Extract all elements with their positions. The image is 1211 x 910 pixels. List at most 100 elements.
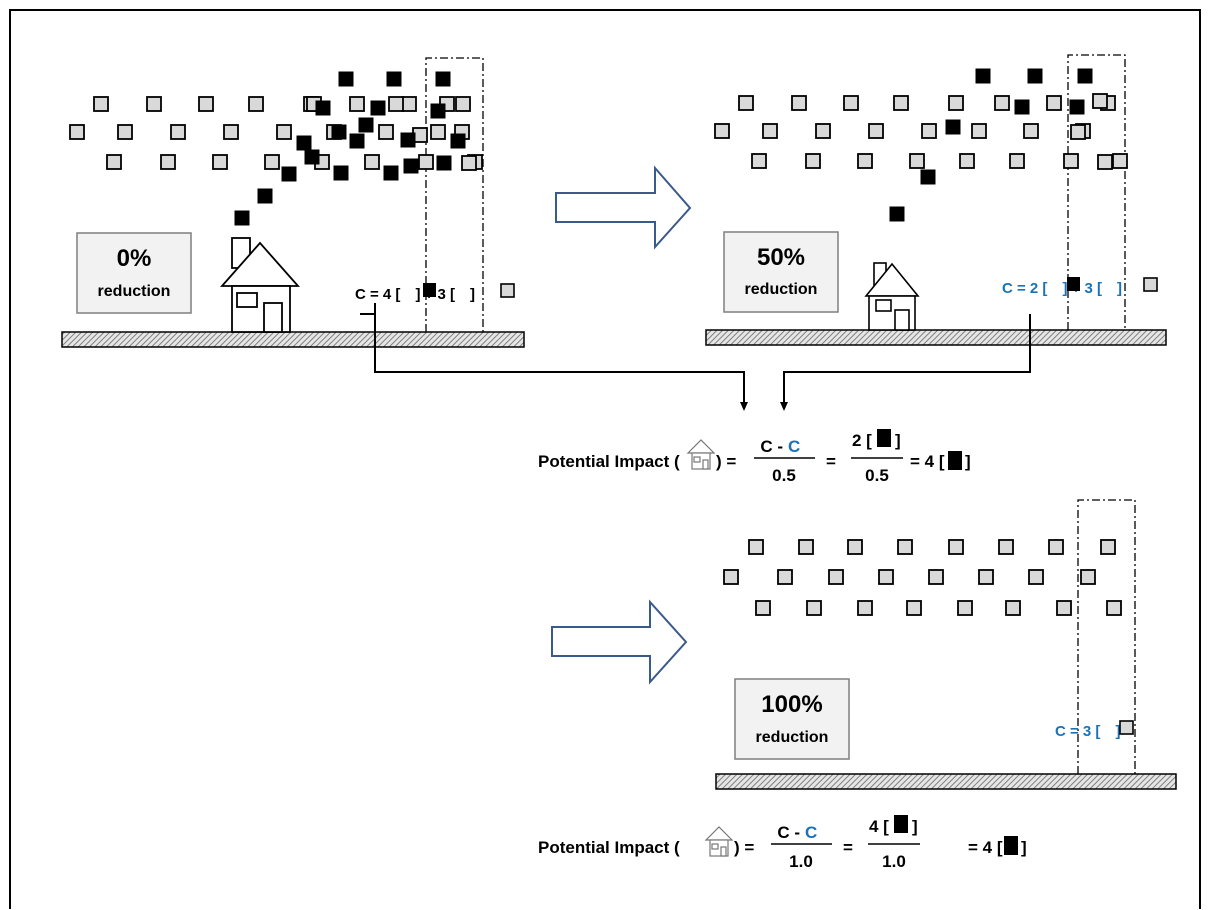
- black-block-icon: [400, 132, 416, 148]
- gray-block-icon: [948, 539, 964, 555]
- gray-block-icon: [1063, 153, 1079, 169]
- black-block-icon: [403, 158, 419, 174]
- gray-block-icon: [762, 123, 778, 139]
- gray-block-icon: [714, 123, 730, 139]
- svg-text:]: ]: [912, 817, 918, 836]
- gray-block-icon: [994, 95, 1010, 111]
- gray-block-icon: [815, 123, 831, 139]
- gray-block-icon: [791, 95, 807, 111]
- svg-text:=: =: [826, 452, 836, 471]
- gray-block-icon: [959, 153, 975, 169]
- svg-text:C: C: [788, 437, 800, 456]
- gray-block-icon: [928, 569, 944, 585]
- gray-block-icon: [1112, 153, 1128, 169]
- gray-block-icon: [461, 155, 477, 171]
- black-block-icon: [1014, 99, 1030, 115]
- black-block-icon: [331, 124, 347, 140]
- gray-block-icon: [857, 153, 873, 169]
- gray-block-icon: [106, 154, 122, 170]
- svg-text:0.5: 0.5: [772, 466, 796, 485]
- gray-block-icon: [893, 95, 909, 111]
- black-block-icon: [234, 210, 250, 226]
- concentration-formula-0: C = 4 [] + 3 []: [355, 286, 475, 303]
- gray-block-icon: [971, 123, 987, 139]
- black-block-icon: [894, 815, 908, 833]
- gray-block-icon: [146, 96, 162, 112]
- svg-text:Potential Impact (: Potential Impact (: [538, 838, 680, 857]
- black-block-icon: [257, 188, 273, 204]
- gray-block-icon: [857, 600, 873, 616]
- gray-block-icon: [957, 600, 973, 616]
- gray-block-icon: [1048, 539, 1064, 555]
- gray-block-icon: [276, 124, 292, 140]
- svg-text:1.0: 1.0: [882, 852, 906, 871]
- black-block-icon: [1004, 836, 1018, 855]
- gray-block-icon: [909, 153, 925, 169]
- gray-block-icon: [806, 600, 822, 616]
- svg-text:) =: ) =: [716, 452, 736, 471]
- gray-block-icon: [1106, 600, 1122, 616]
- gray-block-icon: [723, 569, 739, 585]
- gray-block-icon: [805, 153, 821, 169]
- svg-text:C -: C -: [777, 823, 800, 842]
- gray-block-icon: [1070, 124, 1086, 140]
- house-icon: [220, 237, 300, 333]
- figure-frame: [9, 9, 1201, 909]
- gray-block-icon: [212, 154, 228, 170]
- gray-block-icon: [1092, 93, 1108, 109]
- arrow-right-icon: [555, 165, 692, 250]
- black-block-icon: [358, 117, 374, 133]
- black-block-icon: [1069, 99, 1085, 115]
- svg-text:) =: ) =: [734, 838, 754, 857]
- black-block-icon: [430, 103, 446, 119]
- concentration-formula-100: C = 3 []: [1055, 723, 1120, 740]
- black-block-icon: [920, 169, 936, 185]
- gray-block-icon: [1097, 154, 1113, 170]
- gray-block-icon: [843, 95, 859, 111]
- gray-block-icon: [906, 600, 922, 616]
- reduction-label-0: reduction: [98, 283, 171, 300]
- black-block-icon: [304, 149, 320, 165]
- black-block-icon: [338, 71, 354, 87]
- reduction-pct-0: 0%: [117, 245, 152, 272]
- pollution-blocks: [69, 68, 1128, 616]
- monitor-column-0: [425, 57, 484, 332]
- gray-block-icon: [455, 96, 471, 112]
- gray-block-icon: [798, 539, 814, 555]
- house-icon: [704, 826, 734, 857]
- gray-block-icon: [1056, 600, 1072, 616]
- gray-block-icon: [198, 96, 214, 112]
- gray-block-icon: [1143, 277, 1158, 292]
- svg-text:= 4 [: = 4 [: [968, 838, 1003, 857]
- gray-block-icon: [878, 569, 894, 585]
- gray-block-icon: [847, 539, 863, 555]
- gray-block-icon: [117, 124, 133, 140]
- reduction-box-50: [723, 231, 839, 313]
- gray-block-icon: [948, 95, 964, 111]
- house-icon: [686, 439, 716, 470]
- gray-block-icon: [170, 124, 186, 140]
- gray-block-icon: [248, 96, 264, 112]
- svg-text:]: ]: [1021, 838, 1027, 857]
- gray-block-icon: [364, 154, 380, 170]
- gray-block-icon: [748, 539, 764, 555]
- black-block-icon: [349, 133, 365, 149]
- black-block-icon: [281, 166, 297, 182]
- gray-block-icon: [1119, 720, 1134, 735]
- svg-text:C -: C -: [760, 437, 783, 456]
- gray-block-icon: [1100, 539, 1116, 555]
- svg-text:4 [: 4 [: [869, 817, 889, 836]
- svg-text:0.5: 0.5: [865, 466, 889, 485]
- reduction-box-0: [76, 232, 192, 314]
- black-block-icon: [383, 165, 399, 181]
- gray-block-icon: [751, 153, 767, 169]
- gray-block-icon: [223, 124, 239, 140]
- black-block-icon: [333, 165, 349, 181]
- gray-block-icon: [349, 96, 365, 112]
- gray-block-icon: [1023, 123, 1039, 139]
- gray-block-icon: [755, 600, 771, 616]
- svg-text:Potential Impact (: Potential Impact (: [538, 452, 680, 471]
- gray-block-icon: [430, 124, 446, 140]
- black-block-icon: [315, 100, 331, 116]
- gray-block-icon: [1005, 600, 1021, 616]
